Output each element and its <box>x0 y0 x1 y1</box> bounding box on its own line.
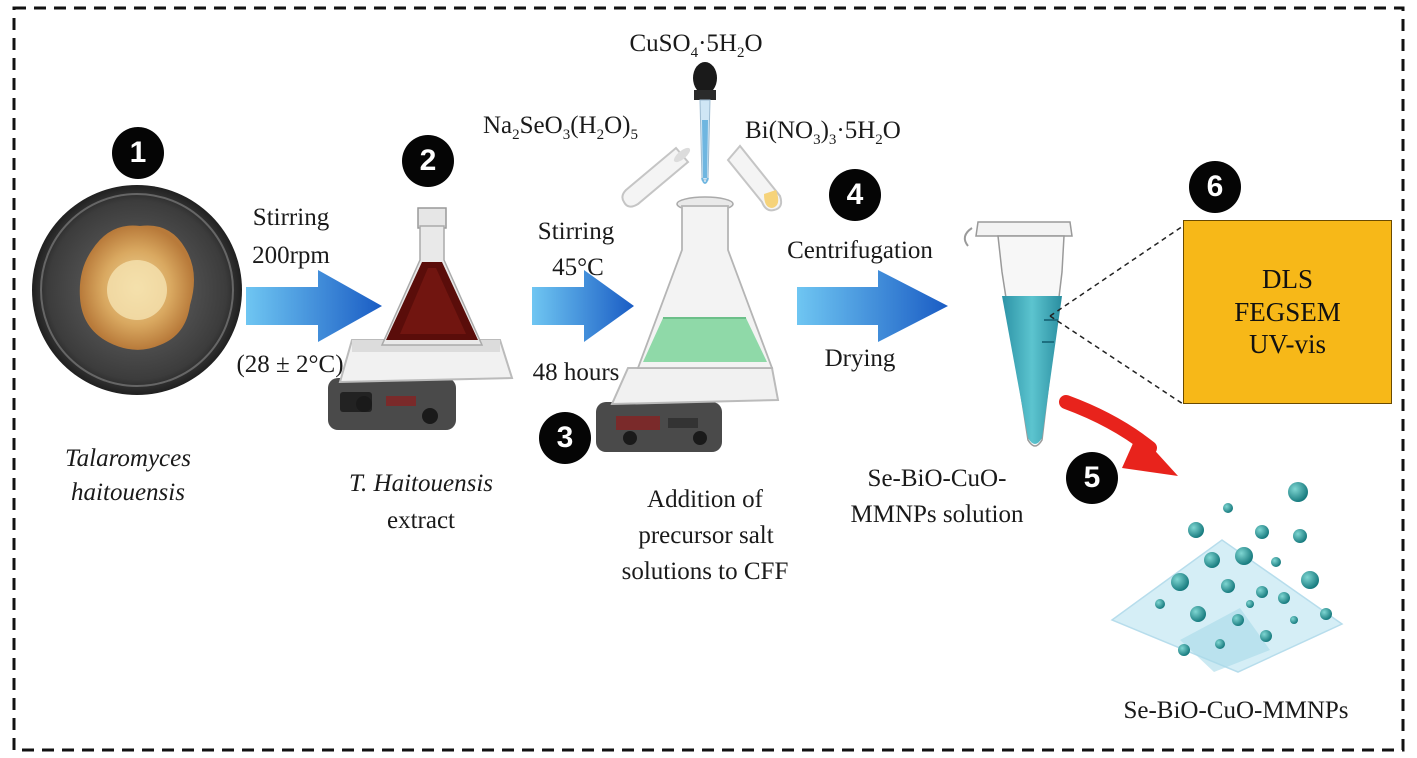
bino3-p3: ·5H <box>836 117 876 144</box>
cuso4-base: CuSO <box>629 30 691 57</box>
arrow-1-label-top1: Stirring <box>252 204 330 231</box>
arrow-2-label-bottom: 48 hours <box>532 359 620 386</box>
bino3-p1: Bi(NO <box>745 117 814 144</box>
dashed-border <box>12 6 1405 752</box>
cuso4-sub2: 2 <box>736 45 745 61</box>
cuso4-dot: ·5H <box>698 30 737 57</box>
centrifuge-tube-icon <box>963 221 1073 447</box>
na2seo3-p4: O) <box>604 112 631 139</box>
arrow-3-icon <box>797 270 948 342</box>
red-arrow-icon <box>1059 395 1178 476</box>
arrow-1-label-bottom: (28 ± 2°C) <box>236 351 344 378</box>
reagent-tube-right-icon <box>726 144 783 212</box>
hotplate-1-icon <box>328 339 514 430</box>
arrow-1-icon <box>246 270 382 342</box>
step-4-badge: 4 <box>829 169 881 221</box>
step-3-caption-line3: solutions to CFF <box>621 558 789 585</box>
solution-label-line1: Se-BiO-CuO- <box>867 465 1007 492</box>
cuso4-tail: O <box>744 30 763 57</box>
na2seo3-s1: 2 <box>512 127 520 143</box>
characterization-box: DLS FEGSEM UV-vis <box>1183 220 1392 404</box>
step-3-caption-line2: precursor salt <box>638 522 774 549</box>
arrow-2-icon <box>532 270 634 342</box>
product-label: Se-BiO-CuO-MMNPs <box>1123 697 1349 724</box>
extract-word: extract <box>386 507 456 534</box>
solution-label-line2: MMNPs solution <box>850 501 1024 528</box>
step-3-caption-line1: Addition of <box>647 486 763 513</box>
bino3-p4: O <box>882 117 901 144</box>
hotplate-2-icon <box>596 367 780 452</box>
step-1-badge: 1 <box>112 127 164 179</box>
arrow-3-label-bottom: Drying <box>824 345 896 372</box>
nanoparticles <box>1155 482 1332 656</box>
arrow-3-label-top: Centrifugation <box>787 237 933 264</box>
reagent-tube-left-icon <box>621 146 691 208</box>
na2seo3-s3: 2 <box>596 127 605 143</box>
na2seo3-p2: SeO <box>519 112 563 139</box>
reagent-na2seo3: Na2SeO3(H2O)5 <box>483 112 638 144</box>
characterization-item: DLS <box>1261 264 1313 295</box>
step-5-badge: 5 <box>1066 452 1118 504</box>
petri-dish-icon <box>32 185 242 395</box>
reagent-bino3: Bi(NO3)3·5H2O <box>745 117 901 149</box>
na2seo3-p1: Na <box>483 112 513 139</box>
bino3-s3: 2 <box>875 132 883 148</box>
bino3-p2: ) <box>820 117 829 144</box>
bino3-s1: 3 <box>813 132 821 148</box>
connector-line-bottom <box>1049 315 1184 405</box>
characterization-item: FEGSEM <box>1234 296 1341 327</box>
extract-flask-icon <box>380 207 484 346</box>
arrow-2-label-top1: Stirring <box>537 218 615 245</box>
organism-name-line1: Talaromyces <box>65 445 191 472</box>
arrow-1-label-top2: 200rpm <box>252 242 330 269</box>
na2seo3-s2: 3 <box>562 127 571 143</box>
dropper-icon <box>693 62 717 184</box>
step-2-badge: 2 <box>402 135 454 187</box>
na2seo3-s4: 5 <box>630 127 639 143</box>
reagent-cuso4: CuSO4·5H2O <box>629 30 762 62</box>
cuso4-sub1: 4 <box>690 45 699 61</box>
bino3-s2: 3 <box>828 132 837 148</box>
nanoparticle-sheet-icon <box>1110 539 1344 673</box>
step-3-badge: 3 <box>539 412 591 464</box>
reaction-flask-icon <box>636 196 774 369</box>
organism-name-line2: haitouensis <box>71 479 185 506</box>
arrow-2-label-top2: 45°C <box>552 254 604 281</box>
connector-line-top <box>1049 225 1184 317</box>
step-6-badge: 6 <box>1189 161 1241 213</box>
extract-name: T. Haitouensis <box>349 470 493 499</box>
extract-name-italic: T. Haitouensis <box>349 470 493 497</box>
characterization-item: UV-vis <box>1248 329 1327 360</box>
na2seo3-p3: (H <box>570 112 597 139</box>
